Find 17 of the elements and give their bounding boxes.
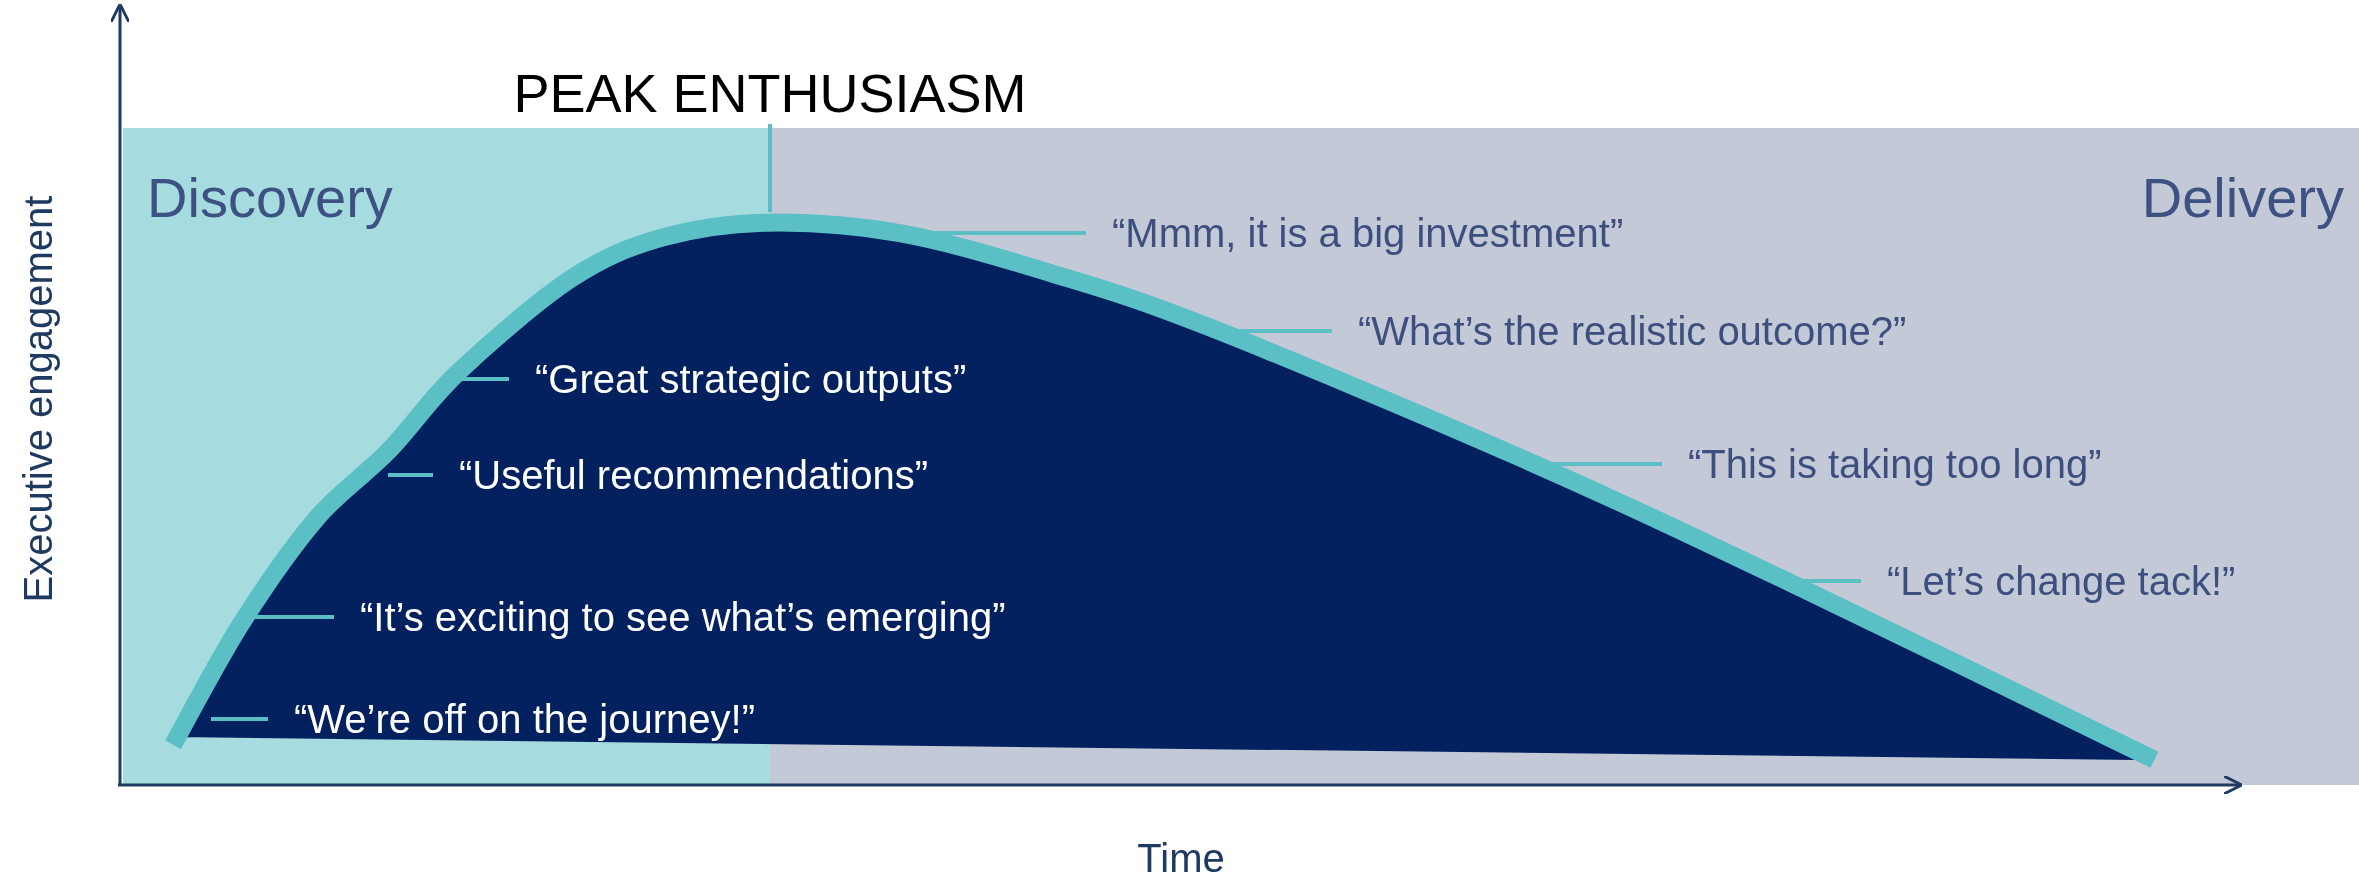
axis-title: Time (1137, 835, 1225, 881)
peak-label: PEAK ENTHUSIASM (513, 62, 1027, 125)
quote-text: “This is taking too long” (1662, 440, 2102, 488)
quote-text: “Useful recommendations” (433, 451, 929, 499)
leader-line (388, 473, 433, 477)
quote-text: “We’re off on the journey!” (268, 695, 755, 743)
quote-text: “What’s the realistic outcome?” (1332, 307, 1907, 355)
quote-text: “Let’s change tack!” (1861, 557, 2236, 605)
leader-line (459, 377, 509, 381)
quote-text: “It’s exciting to see what’s emerging” (334, 593, 1006, 641)
phase-label: Discovery (147, 165, 393, 230)
leader-line (768, 124, 772, 212)
phase-label: Delivery (2141, 165, 2344, 230)
quote-text: “Great strategic outputs” (509, 355, 967, 403)
axis-title: Executive engagement (15, 195, 61, 603)
quote-text: “Mmm, it is a big investment” (1086, 209, 1624, 257)
leader-line (211, 717, 268, 721)
